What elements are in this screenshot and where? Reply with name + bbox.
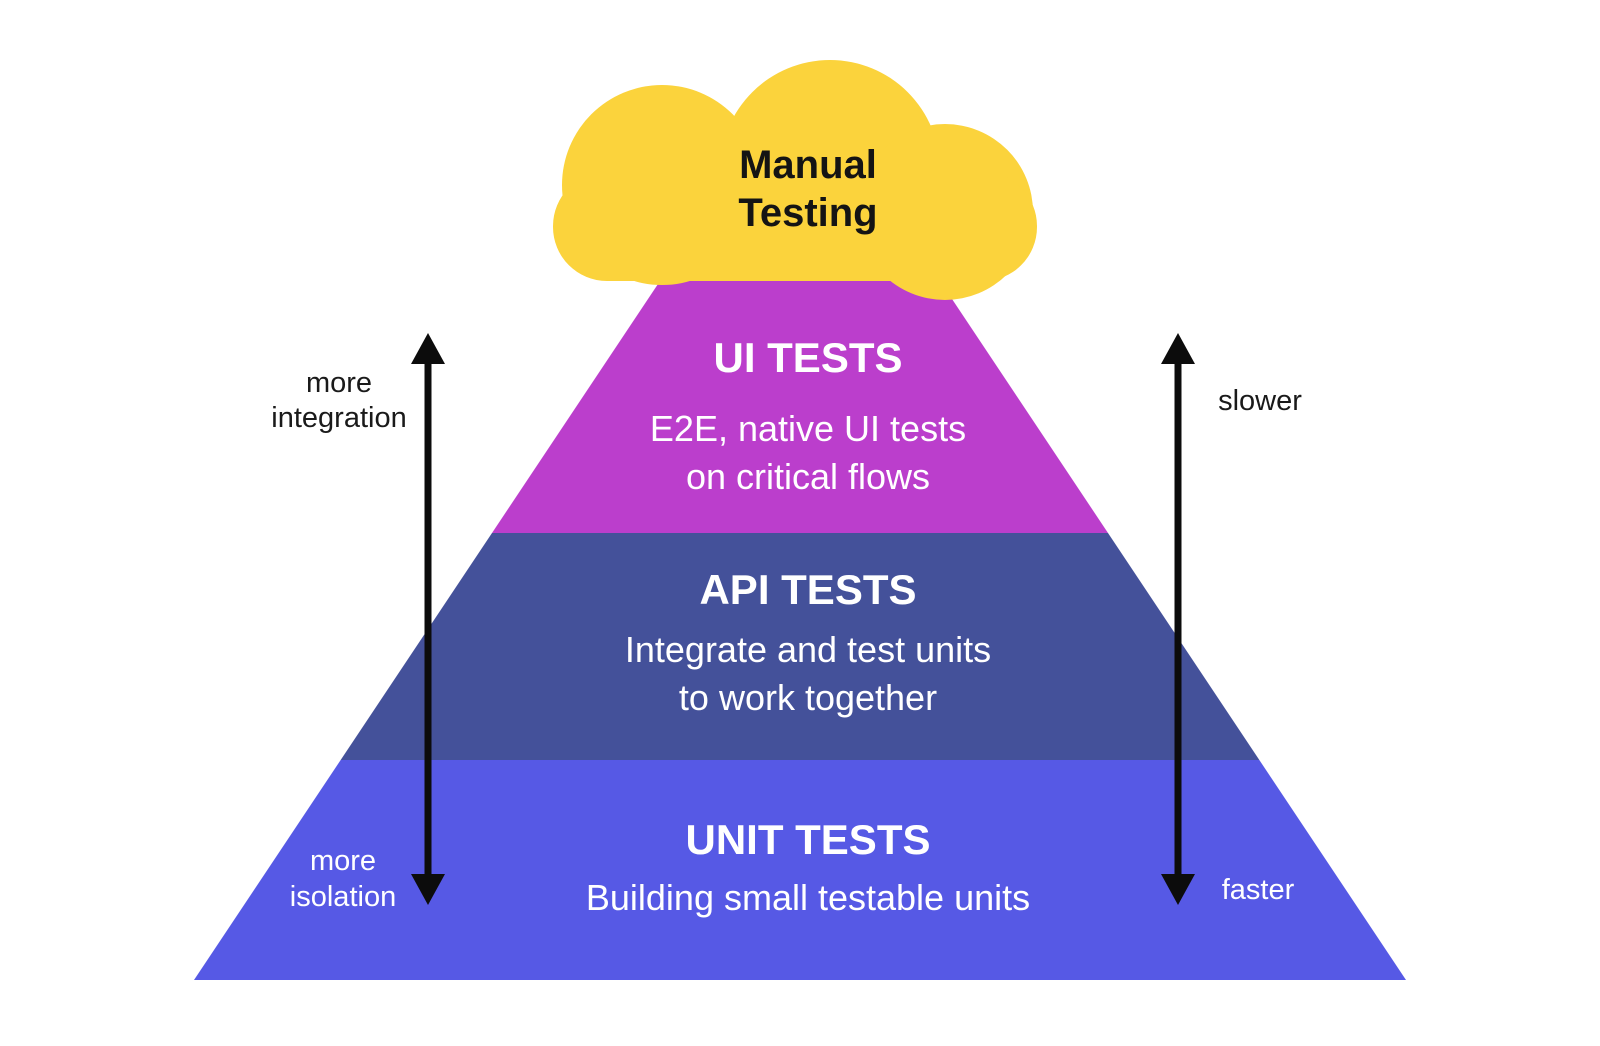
ui-tests-title: UI TESTS	[713, 334, 902, 381]
more-isolation-label-line-2: isolation	[290, 881, 396, 913]
cloud-label-line-1: Manual	[739, 143, 877, 187]
more-integration-label-line-2: integration	[271, 402, 406, 434]
api-tests-description-line-1: Integrate and test units	[625, 629, 991, 670]
more-integration-label-line-1: more	[306, 367, 372, 399]
axis-labels: more integration more isolation slower f…	[271, 367, 1302, 913]
more-isolation-label-line-1: more	[310, 845, 376, 877]
unit-tests-description-line-1: Building small testable units	[586, 877, 1030, 918]
faster-label: faster	[1222, 874, 1295, 906]
left-arrow-down-head-icon	[411, 874, 445, 905]
api-tests-text: API TESTS Integrate and test units to wo…	[625, 566, 991, 718]
manual-testing-cloud: Manual Testing	[553, 60, 1037, 300]
right-arrow-up-head-icon	[1161, 333, 1195, 364]
cloud-base	[553, 172, 1037, 281]
slower-label: slower	[1218, 385, 1302, 417]
right-axis-arrow	[1161, 333, 1195, 905]
unit-tests-title: UNIT TESTS	[685, 816, 930, 863]
unit-tests-layer	[194, 760, 1406, 980]
right-arrow-shaft	[1174, 361, 1182, 876]
left-arrow-shaft	[424, 361, 432, 876]
api-tests-title: API TESTS	[699, 566, 916, 613]
right-arrow-down-head-icon	[1161, 874, 1195, 905]
unit-tests-text: UNIT TESTS Building small testable units	[586, 816, 1030, 918]
left-arrow-up-head-icon	[411, 333, 445, 364]
cloud-label-line-2: Testing	[738, 191, 877, 235]
ui-tests-description-line-1: E2E, native UI tests	[650, 408, 966, 449]
left-axis-arrow	[411, 333, 445, 905]
ui-tests-text: UI TESTS E2E, native UI tests on critica…	[650, 334, 966, 497]
api-tests-description-line-2: to work together	[679, 677, 937, 718]
ui-tests-description-line-2: on critical flows	[686, 456, 930, 497]
